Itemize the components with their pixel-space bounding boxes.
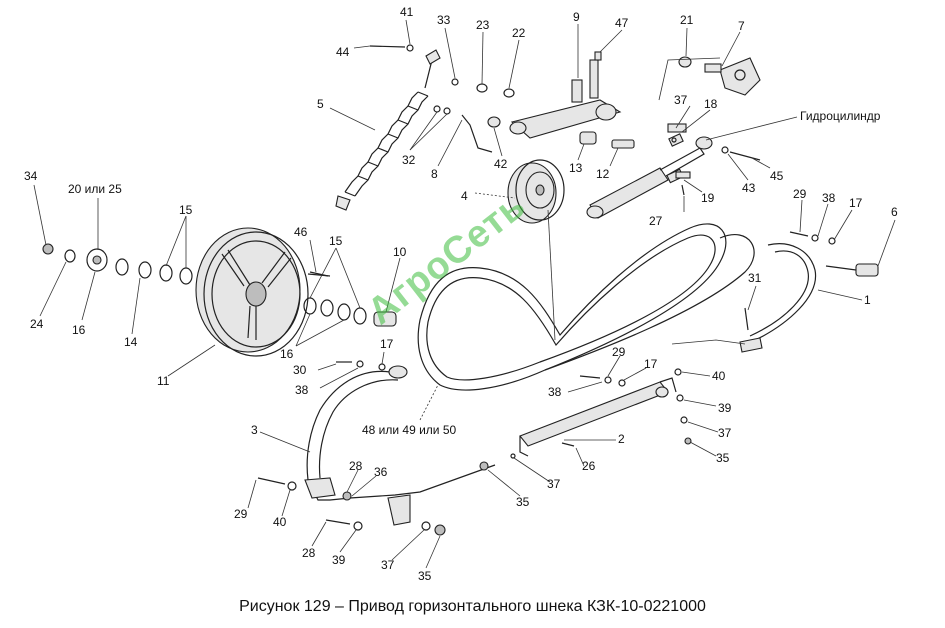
callout-19: 19 <box>701 191 715 205</box>
tension-spring <box>335 49 441 211</box>
callout-36: 36 <box>374 465 388 479</box>
callout-7: 7 <box>738 19 745 33</box>
callout-29-mid: 29 <box>612 345 626 359</box>
callout-39-right: 39 <box>718 401 732 415</box>
callout-6: 6 <box>891 205 898 219</box>
callout-38-mid: 38 <box>295 383 309 397</box>
callout-46: 46 <box>294 225 308 239</box>
callout-1: 1 <box>864 293 871 307</box>
small-parts-upper <box>369 44 761 196</box>
hydraulic-cylinder <box>586 133 713 219</box>
callout-35-mid: 35 <box>516 495 530 509</box>
callout-38-lower: 38 <box>548 385 562 399</box>
callout-labels: 41 33 23 22 9 47 21 7 44 5 37 18 32 42 1… <box>24 5 898 583</box>
callout-15-left: 15 <box>179 203 193 217</box>
callout-42: 42 <box>494 157 508 171</box>
callout-27: 27 <box>649 214 663 228</box>
callout-10: 10 <box>393 245 407 259</box>
callout-14: 14 <box>124 335 138 349</box>
callout-3: 3 <box>251 423 258 437</box>
callout-11: 11 <box>157 374 170 388</box>
callout-40-bottom: 40 <box>273 515 287 529</box>
callout-44: 44 <box>336 45 350 59</box>
callout-24: 24 <box>30 317 44 331</box>
callout-33: 33 <box>437 13 451 27</box>
callout-47: 47 <box>615 16 629 30</box>
callout-15-mid: 15 <box>329 234 343 248</box>
large-pulley <box>195 227 309 357</box>
callout-38-right: 38 <box>822 191 836 205</box>
callout-37-top: 37 <box>674 93 688 107</box>
callout-35-bottom: 35 <box>418 569 432 583</box>
bracket-right <box>519 377 677 457</box>
callout-40-right: 40 <box>712 369 726 383</box>
mount-plate <box>678 56 761 96</box>
callout-17-mid: 17 <box>380 337 394 351</box>
callout-21: 21 <box>680 13 694 27</box>
callout-37-right: 37 <box>718 426 732 440</box>
callout-18: 18 <box>704 97 718 111</box>
callout-45: 45 <box>770 169 784 183</box>
callout-31: 31 <box>748 271 762 285</box>
callout-43: 43 <box>742 181 756 195</box>
callout-41: 41 <box>400 5 414 19</box>
callout-29-right: 29 <box>793 187 807 201</box>
callout-23: 23 <box>476 18 490 32</box>
lever-arm <box>509 59 622 139</box>
callout-12: 12 <box>596 167 610 181</box>
bracket-left <box>304 365 496 526</box>
callout-28-upper: 28 <box>349 459 363 473</box>
callout-39-bottom: 39 <box>332 553 346 567</box>
leader-lines <box>33 19 896 569</box>
callout-4: 4 <box>461 189 468 203</box>
callout-34: 34 <box>24 169 38 183</box>
callout-35-right: 35 <box>716 451 730 465</box>
drive-belt <box>417 223 755 391</box>
callout-5: 5 <box>317 97 324 111</box>
callout-37-mid: 37 <box>547 477 561 491</box>
fasteners-bottom <box>257 231 836 536</box>
callout-8: 8 <box>431 167 438 181</box>
callout-28-bottom: 28 <box>302 546 316 560</box>
small-pulley <box>507 159 565 224</box>
hydraulic-cylinder-label: Гидроцилиндр <box>800 109 881 123</box>
belt-variants-label: 48 или 49 или 50 <box>362 423 457 437</box>
callout-32: 32 <box>402 153 416 167</box>
callout-9: 9 <box>573 10 580 24</box>
callout-16-mid: 16 <box>280 347 294 361</box>
callout-13: 13 <box>569 161 583 175</box>
washer-20-or-25-label: 20 или 25 <box>68 182 122 196</box>
callout-22: 22 <box>512 26 526 40</box>
figure-caption: Рисунок 129 – Привод горизонтального шне… <box>239 598 706 615</box>
callout-29-bottom: 29 <box>234 507 248 521</box>
callout-37-bottom: 37 <box>381 558 395 572</box>
callout-16-left: 16 <box>72 323 86 337</box>
callout-17-right: 17 <box>849 196 863 210</box>
callout-26: 26 <box>582 459 596 473</box>
belt-guard <box>739 243 879 353</box>
callout-2: 2 <box>618 432 625 446</box>
callout-17-lower: 17 <box>644 357 658 371</box>
callout-30: 30 <box>293 363 307 377</box>
